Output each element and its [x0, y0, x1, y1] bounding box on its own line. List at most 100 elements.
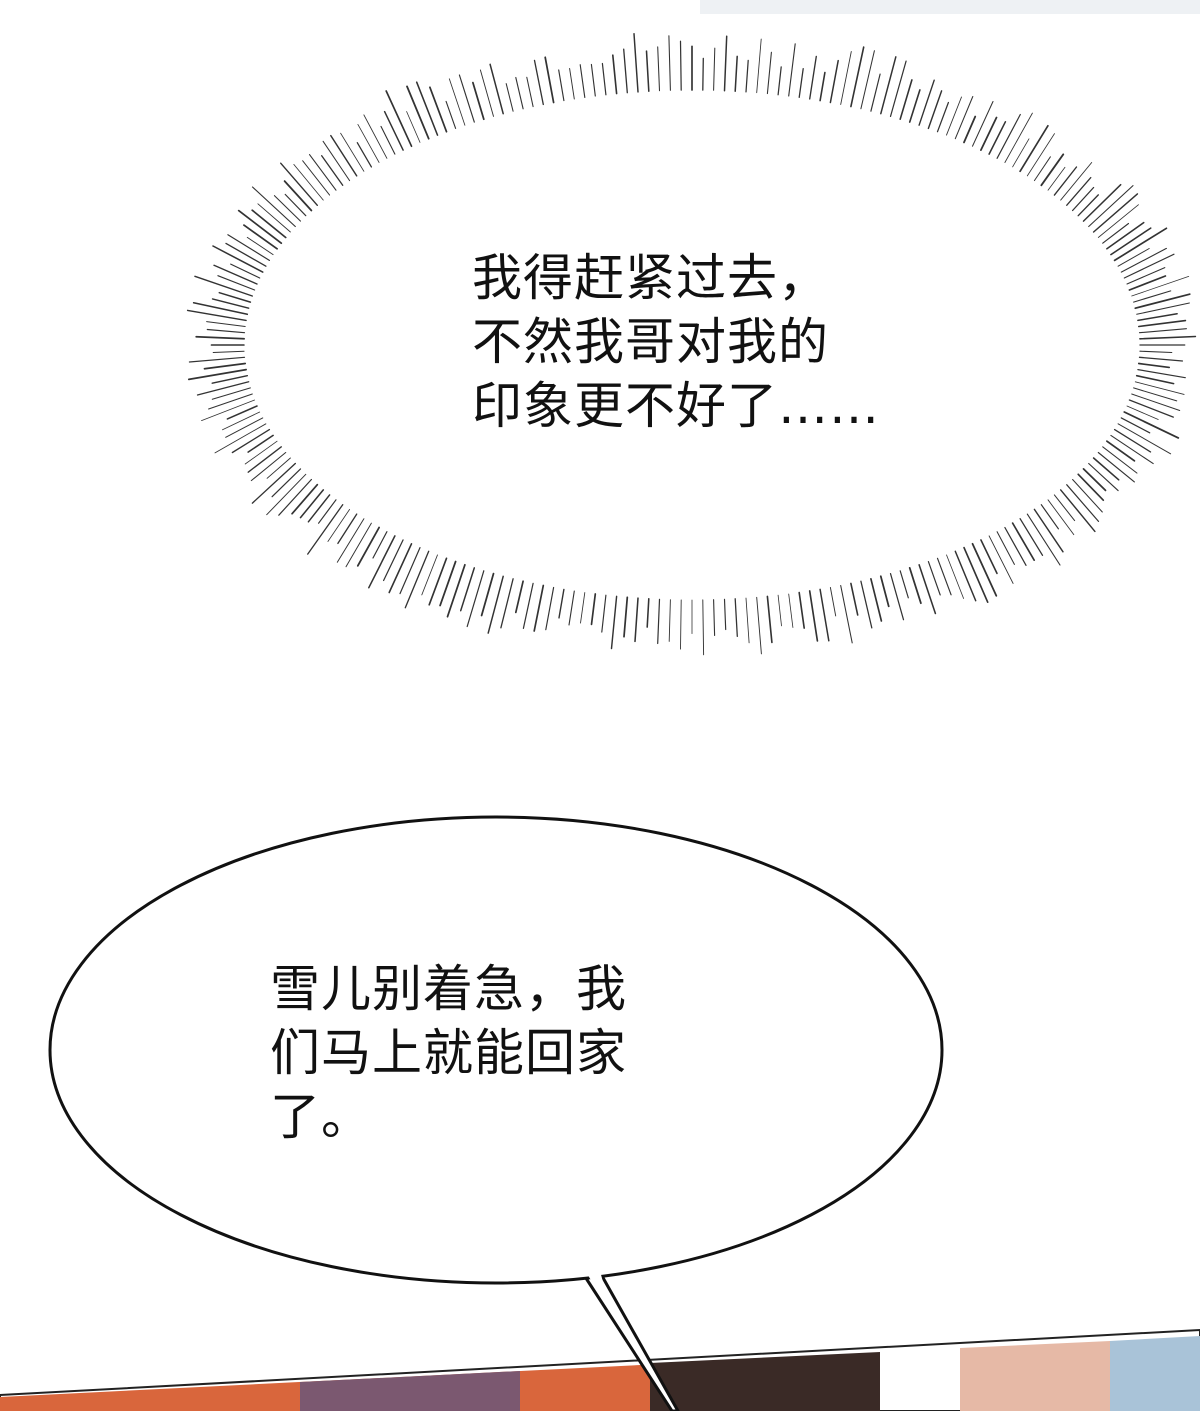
burst-line [318, 499, 337, 524]
burst-line [918, 564, 937, 615]
speech-bubble-tail-fill [585, 1270, 603, 1282]
burst-line [244, 440, 278, 465]
burst-line [1139, 335, 1197, 340]
top-tint [700, 0, 1200, 14]
speech-bubble-shape [48, 815, 944, 1411]
burst-line [266, 457, 291, 479]
burst-line [889, 60, 907, 118]
burst-line [1126, 267, 1166, 285]
burst-line [1135, 374, 1175, 385]
burst-line [308, 154, 337, 191]
burst-line [214, 423, 267, 454]
burst-line [1137, 319, 1187, 328]
burst-line [798, 591, 806, 629]
burst-line [212, 350, 245, 354]
burst-line [610, 595, 618, 650]
burst-line [1138, 356, 1184, 362]
burst-line [1004, 526, 1027, 566]
burst-line [322, 140, 351, 182]
burst-line [601, 594, 607, 633]
burst-line [487, 575, 504, 634]
burst-line [356, 142, 373, 168]
burst-line [723, 598, 727, 631]
burst-line [988, 121, 1007, 155]
burst-line [385, 90, 413, 148]
burst-line [336, 518, 365, 563]
burst-line [623, 48, 628, 94]
burst-line [1133, 387, 1178, 402]
burst-line [808, 590, 819, 642]
burst-line [421, 554, 438, 596]
burst-line [819, 71, 826, 102]
burst-line [908, 567, 922, 605]
burst-line [1120, 417, 1151, 434]
burst-line [406, 111, 421, 143]
burst-line [946, 96, 962, 136]
burst-line [356, 526, 380, 567]
burst-line [251, 209, 287, 239]
burst-line [766, 595, 773, 644]
burst-line [1072, 478, 1103, 513]
burst-line [515, 76, 524, 110]
burst-line [569, 68, 575, 100]
burst-line [201, 399, 256, 422]
burst-line [225, 417, 264, 438]
burst-line [186, 309, 247, 322]
burst-line [1106, 221, 1145, 250]
burst-line [445, 100, 457, 129]
burst-line [446, 563, 466, 618]
scene-blue-area [1110, 1336, 1200, 1411]
burst-line [634, 597, 639, 643]
burst-line [1082, 183, 1122, 222]
burst-line [657, 598, 661, 645]
burst-line [713, 599, 716, 637]
burst-line [206, 321, 246, 327]
burst-line [1011, 522, 1036, 562]
burst-line [357, 124, 380, 163]
burst-line [337, 513, 358, 545]
burst-line [798, 68, 804, 99]
scene-purple-area [300, 1371, 520, 1411]
burst-line [247, 434, 274, 453]
burst-line [980, 539, 998, 575]
burst-line [1131, 393, 1181, 411]
burst-line [657, 46, 661, 92]
burst-line [250, 451, 287, 482]
burst-line [1033, 508, 1064, 553]
thought-bubble-burst [186, 32, 1197, 656]
burst-line [971, 100, 994, 147]
burst-line [372, 531, 388, 559]
burst-line [429, 86, 448, 133]
burst-line [1138, 328, 1187, 334]
burst-line [850, 46, 865, 108]
burst-line [458, 74, 475, 123]
burst-line [734, 598, 738, 637]
burst-line [257, 203, 291, 233]
burst-line [880, 56, 897, 115]
burst-line [1071, 186, 1095, 212]
burst-line [206, 328, 246, 334]
burst-line [383, 110, 404, 151]
burst-line [1126, 405, 1159, 420]
burst-line [1110, 434, 1154, 465]
burst-line [526, 76, 534, 108]
burst-line [227, 234, 270, 261]
burst-line [226, 405, 258, 420]
burst-line [1077, 194, 1099, 217]
burst-line [1047, 499, 1075, 536]
burst-line [745, 597, 750, 644]
burst-line [544, 56, 555, 104]
burst-line [330, 134, 358, 177]
burst-line [415, 81, 439, 136]
burst-line [579, 64, 586, 98]
burst-line [1123, 253, 1175, 279]
burst-line [271, 468, 302, 498]
burst-line [1092, 457, 1120, 481]
burst-line [860, 50, 875, 110]
burst-line [225, 242, 267, 267]
burst-line [1117, 248, 1150, 267]
burst-line [203, 362, 247, 370]
burst-line [291, 483, 319, 515]
burst-line [1136, 302, 1190, 315]
burst-line [963, 546, 989, 604]
